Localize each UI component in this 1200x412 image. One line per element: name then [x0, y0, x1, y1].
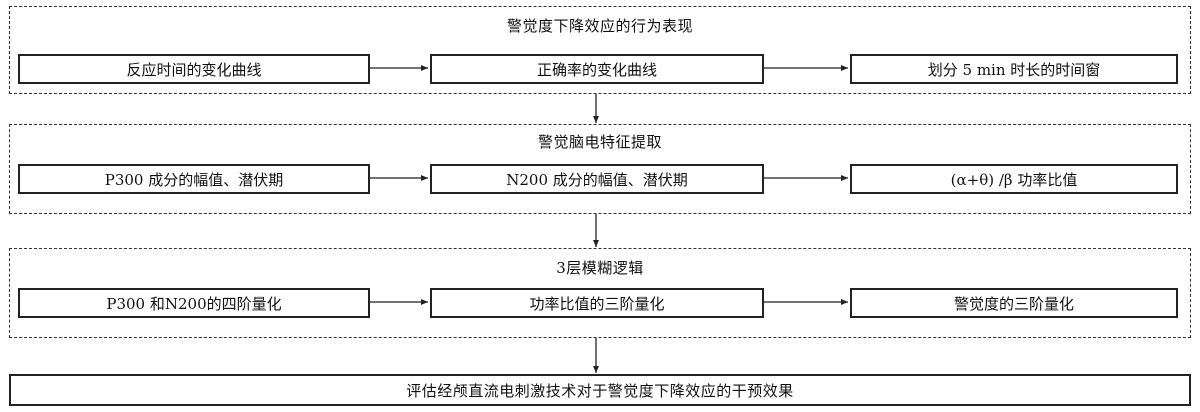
- group-title: 3层模糊逻辑: [556, 259, 644, 277]
- step-box: 正确率的变化曲线: [430, 54, 764, 84]
- final-box: 评估经颅直流电刺激技术对于警觉度下降效应的干预效果: [9, 374, 1191, 406]
- step-box: N200 成分的幅值、潜伏期: [430, 164, 764, 194]
- step-box: 警觉度的三阶量化: [850, 288, 1178, 318]
- step-box: 功率比值的三阶量化: [430, 288, 764, 318]
- step-box: P300 和N200的四阶量化: [18, 288, 370, 318]
- step-box: 反应时间的变化曲线: [18, 54, 370, 84]
- step-box: 划分 5 min 时长的时间窗: [850, 54, 1178, 84]
- group-eeg-features: 警觉脑电特征提取 P300 成分的幅值、潜伏期 N200 成分的幅值、潜伏期 (…: [9, 124, 1191, 214]
- step-box: P300 成分的幅值、潜伏期: [18, 164, 370, 194]
- group-title: 警觉脑电特征提取: [537, 133, 662, 151]
- group-behavior: 警觉度下降效应的行为表现 反应时间的变化曲线 正确率的变化曲线 划分 5 min…: [9, 6, 1191, 94]
- step-box: (α+θ) /β 功率比值: [850, 164, 1178, 194]
- group-title: 警觉度下降效应的行为表现: [506, 17, 693, 35]
- group-fuzzy-logic: 3层模糊逻辑 P300 和N200的四阶量化 功率比值的三阶量化 警觉度的三阶量…: [9, 248, 1191, 338]
